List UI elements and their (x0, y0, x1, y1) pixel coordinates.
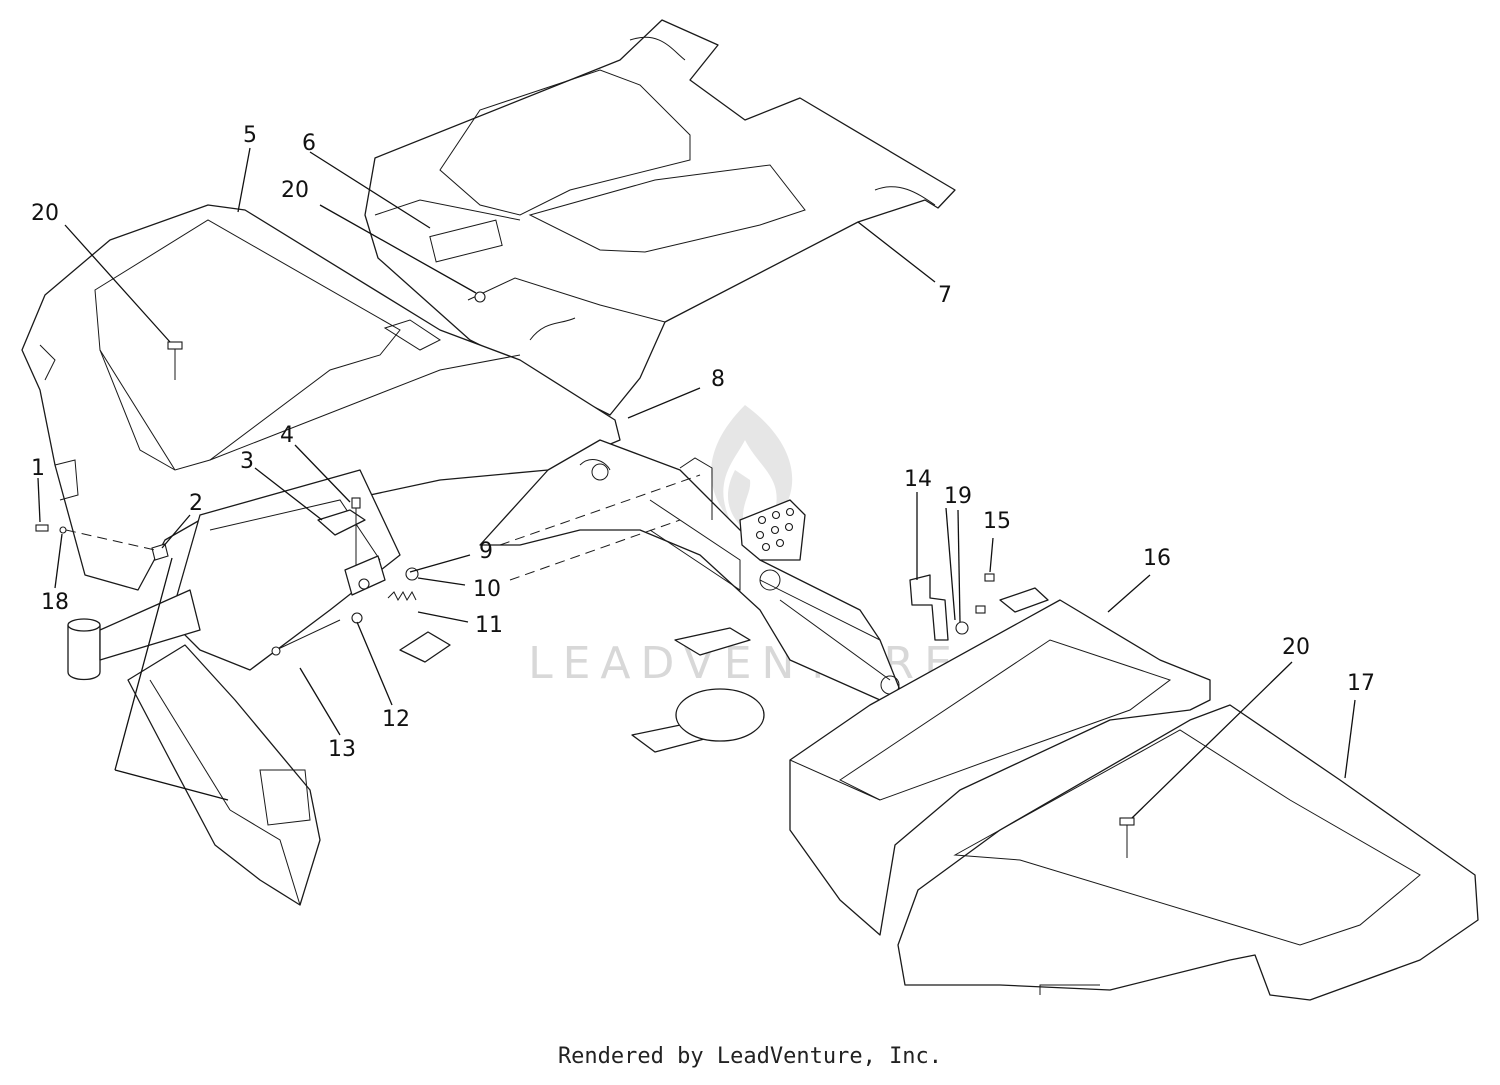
part-17-rear-cover (897, 704, 1479, 1001)
leader-lines (37, 147, 1356, 819)
callout-15: 15 (983, 509, 1011, 534)
center-brackets (631, 573, 1049, 753)
callout-18: 18 (41, 590, 69, 615)
part-7-rear-panel (364, 19, 956, 416)
fastener-20-icons (167, 291, 1135, 858)
hinge-hardware (271, 497, 451, 663)
callout-14: 14 (904, 467, 932, 492)
callout-11: 11 (475, 613, 503, 638)
callout-19: 19 (944, 484, 972, 509)
callout-17: 17 (1347, 671, 1375, 696)
footer-credit: Rendered by LeadVenture, Inc. (557, 1044, 943, 1069)
callout-20-right: 20 (1282, 635, 1310, 660)
callout-6: 6 (302, 131, 316, 156)
callout-16: 16 (1143, 546, 1171, 571)
frame-rails (479, 439, 901, 701)
callout-13: 13 (328, 737, 356, 762)
callout-20-left: 20 (31, 201, 59, 226)
callout-1: 1 (31, 456, 45, 481)
callout-5: 5 (243, 123, 257, 148)
callout-9: 9 (479, 539, 493, 564)
watermark-flame-icon (711, 405, 793, 530)
callout-2: 2 (189, 491, 203, 516)
callout-8: 8 (711, 367, 725, 392)
callouts: 1 2 3 4 5 6 7 8 9 10 11 12 13 14 15 16 1… (31, 123, 1375, 762)
part-16-right-fender (789, 599, 1211, 936)
callout-7: 7 (938, 283, 952, 308)
part-5-left-fender (21, 204, 621, 591)
callout-20-center: 20 (281, 178, 309, 203)
callout-10: 10 (473, 577, 501, 602)
pin-hardware-left (35, 524, 169, 561)
callout-4: 4 (280, 423, 294, 448)
callout-3: 3 (240, 449, 254, 474)
callout-12: 12 (382, 707, 410, 732)
